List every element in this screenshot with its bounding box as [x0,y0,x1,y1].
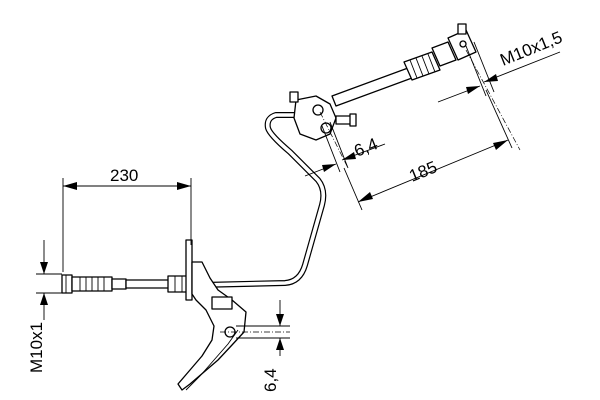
left-hose-tube [125,279,171,289]
top-bracket-hole [312,104,324,116]
dimension-label-6-4-top: 6,4 [351,134,380,160]
dimension-label-185: 185 [406,157,439,185]
left-fitting-hex [61,274,73,294]
dimension-label-230: 230 [110,166,138,185]
dimension-thread-left [36,240,62,320]
dimension-length-left [62,178,192,272]
dimension-hole-bottom [236,300,290,356]
right-crimp-sleeve [403,51,441,81]
dimension-hole-top [304,121,386,177]
dimension-thread-right [437,41,561,103]
top-bracket [289,91,357,169]
right-hose [331,23,521,151]
dimension-label-m10x1: M10x1 [27,322,46,373]
dimension-label-6-4-bottom: 6,4 [261,368,280,392]
right-hose-tube [331,67,413,107]
left-hose [61,274,197,294]
brake-pipe [197,112,327,288]
dimension-length-right [343,89,513,211]
bottom-bracket [177,239,290,391]
